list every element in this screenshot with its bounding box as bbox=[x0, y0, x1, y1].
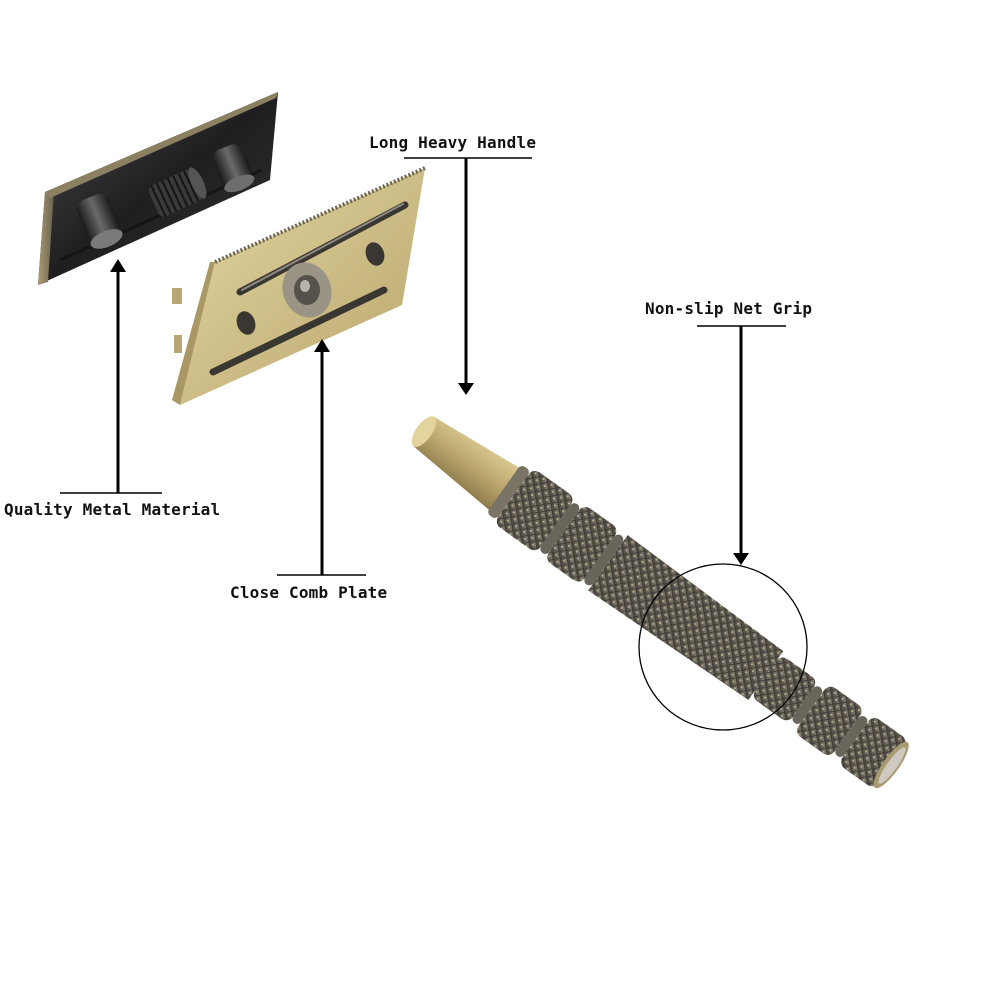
callout-lines bbox=[60, 157, 786, 576]
top-cap-illustration bbox=[38, 92, 278, 285]
base-plate-illustration bbox=[172, 166, 426, 405]
callout-label-quality-metal-material: Quality Metal Material bbox=[4, 500, 221, 519]
callout-label-close-comb-plate: Close Comb Plate bbox=[230, 583, 388, 602]
handle-illustration bbox=[411, 416, 909, 789]
callout-label-long-heavy-handle: Long Heavy Handle bbox=[369, 133, 537, 152]
grip-highlight-circle bbox=[638, 563, 808, 731]
callout-label-non-slip-net-grip: Non-slip Net Grip bbox=[645, 299, 813, 318]
